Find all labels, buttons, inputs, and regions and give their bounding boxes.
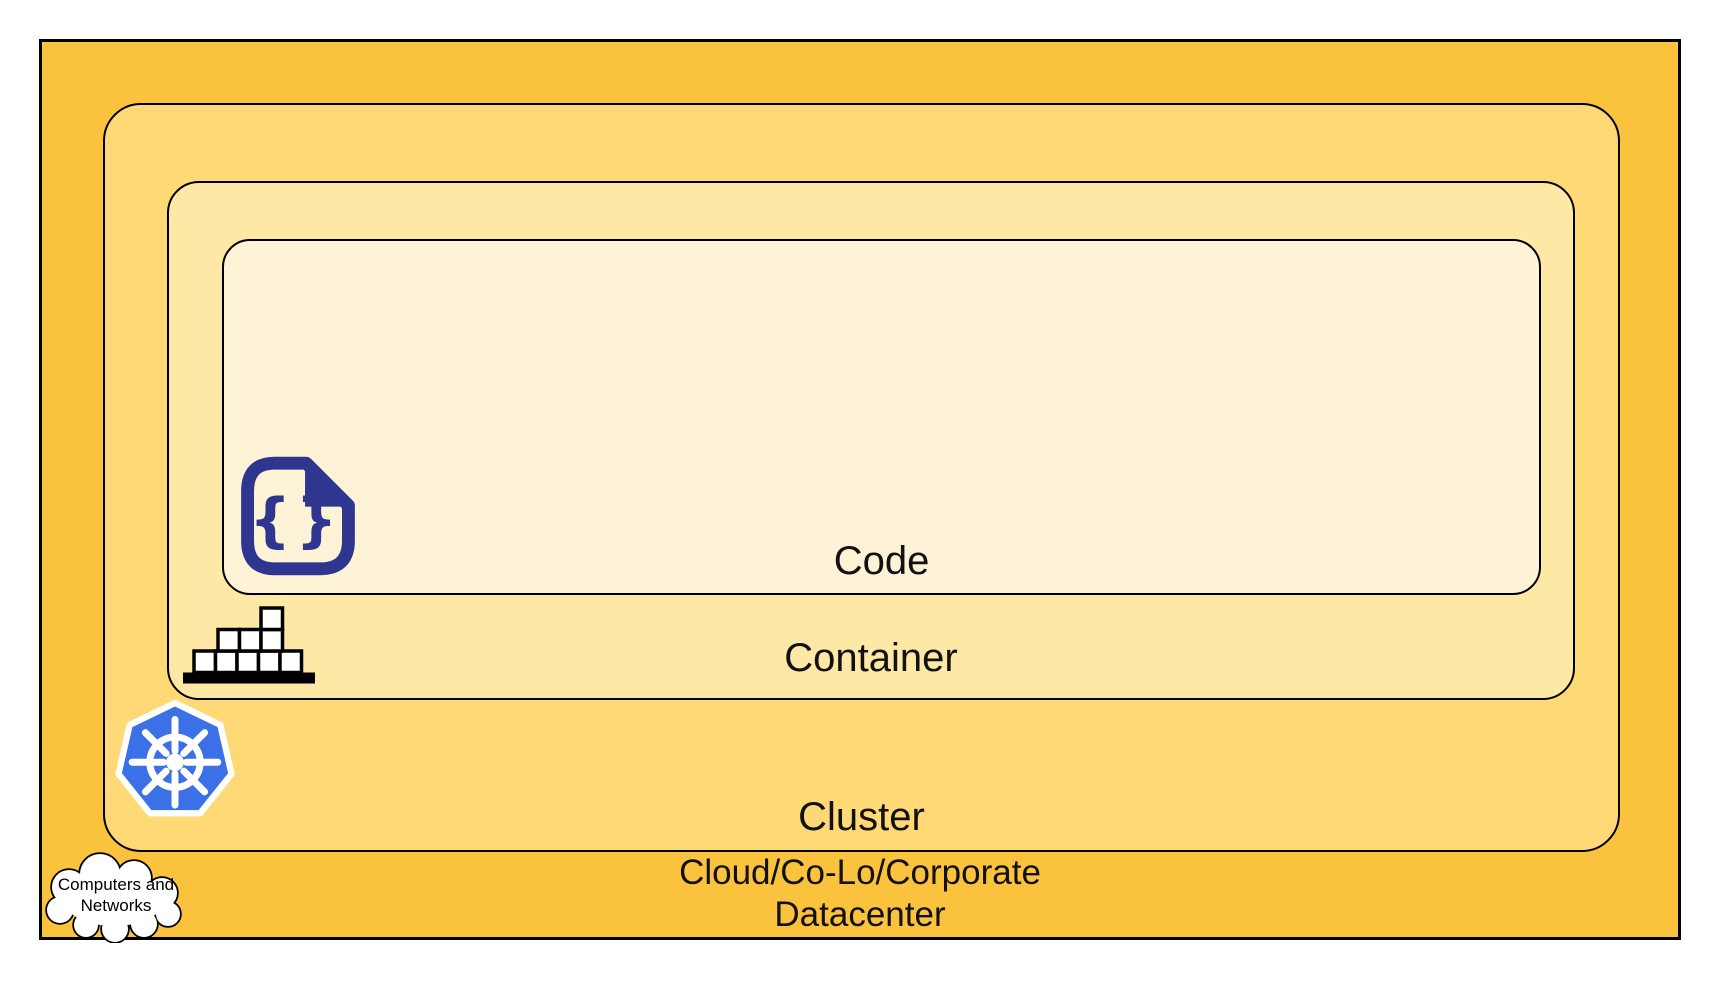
container-stack-icon [183, 606, 315, 684]
datacenter-label-line1: Cloud/Co-Lo/Corporate [679, 853, 1041, 892]
kubernetes-icon [112, 698, 238, 824]
container-layer-box: {} Code [167, 181, 1575, 700]
cloud-callout-text: Computers and Networks [48, 851, 184, 939]
datacenter-label-line2: Datacenter [774, 895, 946, 934]
code-file-icon: {} [239, 455, 357, 577]
cluster-layer-box: {} Code [103, 103, 1620, 852]
datacenter-label: Cloud/Co-Lo/Corporate Datacenter [42, 852, 1678, 936]
cloud-shape-icon [45, 852, 182, 943]
code-label: Code [833, 539, 930, 583]
datacenter-layer-box: {} Code [39, 39, 1681, 943]
computers-networks-cloud: Computers and Networks [42, 851, 190, 943]
cloud-callout-line1: Computers and [57, 874, 175, 894]
cluster-label: Cluster [798, 795, 925, 839]
code-layer-box: {} Code [222, 239, 1541, 595]
container-label: Container [784, 636, 958, 680]
cloud-callout-line2: Networks [80, 896, 152, 915]
code-braces-glyph: {} [249, 487, 342, 555]
